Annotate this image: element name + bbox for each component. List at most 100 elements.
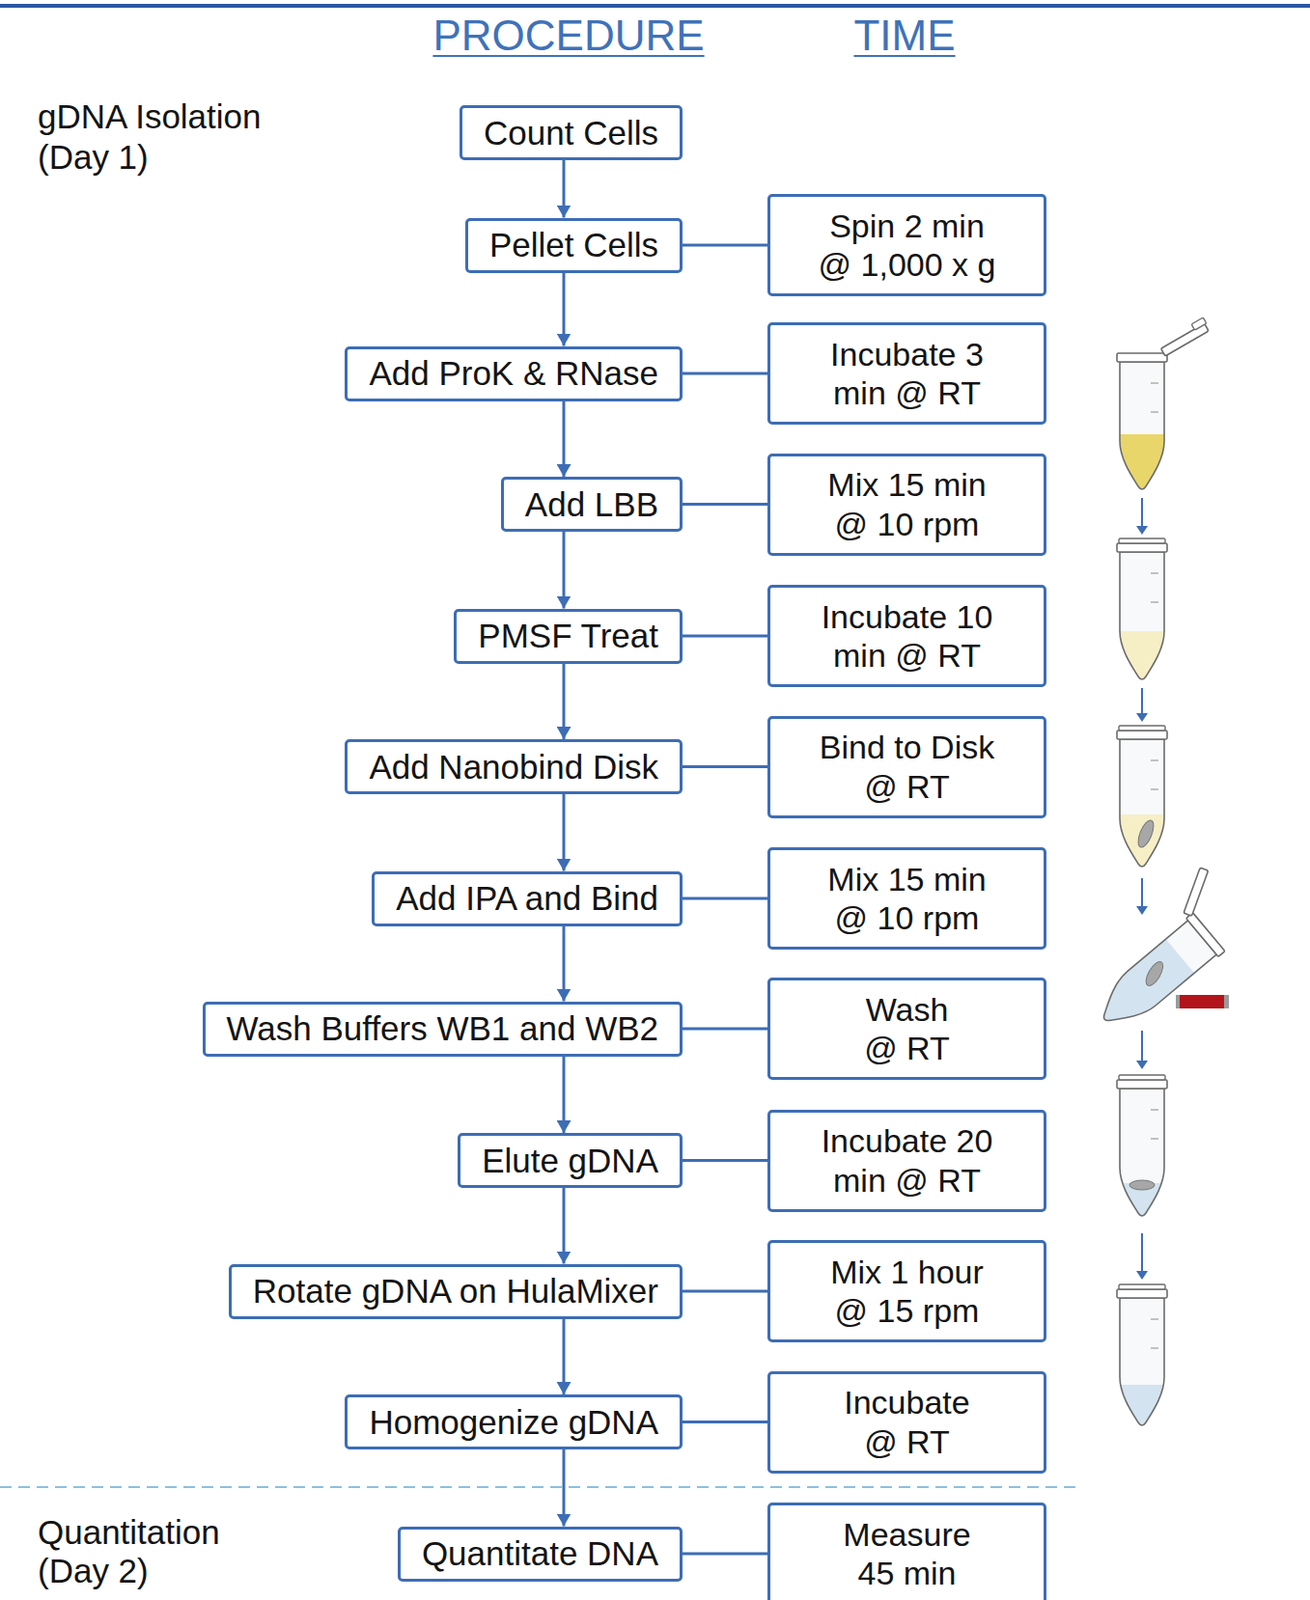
process-box: Add LBB — [501, 476, 683, 532]
process-box: Add ProK & RNase — [344, 346, 683, 402]
process-box: Pellet Cells — [465, 218, 683, 274]
section-label: Quantitation (Day 2) — [37, 1513, 289, 1590]
step-text: Add LBB — [525, 484, 659, 525]
flow-arrow — [562, 1449, 566, 1528]
time-text: Incubate 20 min @ RT — [815, 1121, 1000, 1199]
process-box: Quantitate DNA — [397, 1527, 683, 1583]
tube-cap — [1118, 1075, 1166, 1081]
time-text: Wash @ RT — [854, 990, 961, 1068]
flow-arrow — [562, 160, 566, 219]
lid — [1183, 867, 1209, 917]
tube-outline — [1119, 1298, 1165, 1426]
process-box: Elute gDNA — [457, 1133, 683, 1189]
arrow-shaft — [1141, 1031, 1143, 1062]
tube-lid — [1158, 317, 1211, 357]
tube-rim — [1116, 730, 1168, 740]
connector-line — [682, 1553, 768, 1557]
step-arrow — [1136, 878, 1148, 916]
liquid — [1119, 631, 1165, 690]
tick — [1150, 382, 1159, 384]
arrow-shaft — [1141, 688, 1143, 715]
time-text: Bind to Disk @ RT — [806, 727, 1009, 806]
time-box: Mix 15 min @ 10 rpm — [767, 847, 1047, 950]
tube-outline — [1119, 552, 1165, 680]
lid — [1161, 323, 1210, 357]
nanobind-disk — [1135, 818, 1157, 850]
arrow-head — [1136, 906, 1148, 916]
tube-outline — [1089, 920, 1217, 1037]
tick — [1150, 411, 1159, 413]
step-text: Rotate gDNA on HulaMixer — [252, 1271, 659, 1311]
process-box: Count Cells — [459, 105, 683, 161]
arrow-head — [1136, 526, 1148, 535]
tube-cap — [1118, 1284, 1166, 1290]
time-text: Mix 15 min @ 10 rpm — [815, 860, 1000, 938]
step-arrow — [1136, 1233, 1148, 1281]
tick — [1150, 601, 1159, 603]
column-heading: TIME — [853, 10, 955, 62]
time-text: Spin 2 min @ 1,000 x g — [812, 206, 1002, 284]
magnet-end — [1224, 995, 1229, 1009]
lid-tab — [1191, 317, 1207, 331]
arrow-head — [1136, 713, 1148, 723]
liquid — [1083, 939, 1195, 1043]
tube-rim — [1116, 1080, 1168, 1089]
tube — [1116, 1075, 1168, 1227]
time-box: Incubate 3 min @ RT — [767, 322, 1047, 425]
top-rule — [0, 3, 1310, 8]
tube — [1116, 538, 1168, 690]
time-box: Incubate @ RT — [767, 1371, 1047, 1475]
tube-rim — [1116, 1289, 1168, 1299]
connector-line — [682, 1290, 768, 1294]
time-box: Bind to Disk @ RT — [767, 716, 1047, 819]
time-box: Incubate 10 min @ RT — [767, 585, 1047, 688]
process-box: PMSF Treat — [453, 609, 683, 665]
process-box: Rotate gDNA on HulaMixer — [228, 1264, 683, 1320]
step-text: Quantitate DNA — [421, 1533, 659, 1574]
time-text: Incubate 10 min @ RT — [815, 597, 1000, 675]
tube-lid — [1183, 867, 1209, 917]
connector-line — [682, 244, 768, 248]
flow-arrow — [562, 273, 566, 347]
time-text: Incubate 3 min @ RT — [815, 334, 1000, 413]
time-text: Measure 45 min — [835, 1515, 980, 1593]
flow-arrow — [562, 794, 566, 872]
connector-line — [682, 765, 768, 769]
step-text: PMSF Treat — [477, 615, 659, 656]
tick — [1150, 1109, 1159, 1111]
connector-line — [682, 1421, 768, 1424]
tick — [1150, 1138, 1159, 1140]
tick — [1150, 759, 1159, 761]
tick — [1150, 572, 1159, 574]
flow-arrow — [562, 664, 566, 741]
nanobind-disk — [1142, 959, 1167, 989]
process-box: Add Nanobind Disk — [344, 739, 683, 795]
tube-outline — [1119, 1088, 1165, 1217]
nanobind-disk — [1129, 1180, 1155, 1191]
flow-arrow — [562, 531, 566, 610]
arrow-shaft — [1141, 1233, 1143, 1273]
tube-cap — [1118, 538, 1166, 544]
tick — [1150, 788, 1159, 790]
arrow-head — [1136, 1060, 1148, 1070]
step-arrow — [1136, 1031, 1148, 1070]
magnet-bar — [1175, 995, 1228, 1009]
flow-arrow — [562, 401, 566, 478]
tube-outline — [1119, 739, 1165, 867]
tube-cap — [1118, 725, 1166, 731]
process-box: Wash Buffers WB1 and WB2 — [202, 1002, 683, 1058]
connector-line — [682, 1028, 768, 1032]
step-text: Add ProK & RNase — [368, 353, 659, 393]
connector-line — [682, 635, 768, 639]
magnet — [1175, 995, 1229, 1009]
tube — [1116, 317, 1211, 502]
process-box: Homogenize gDNA — [344, 1394, 683, 1450]
tick — [1150, 1318, 1159, 1320]
time-box: Wash @ RT — [767, 977, 1047, 1081]
arrow-shaft — [1141, 878, 1143, 908]
tube-outline — [1119, 362, 1165, 490]
column-heading: PROCEDURE — [432, 10, 704, 62]
time-text: Mix 1 hour @ 15 rpm — [817, 1253, 997, 1331]
section-label: gDNA Isolation (Day 1) — [37, 96, 318, 178]
step-arrow — [1136, 688, 1148, 723]
